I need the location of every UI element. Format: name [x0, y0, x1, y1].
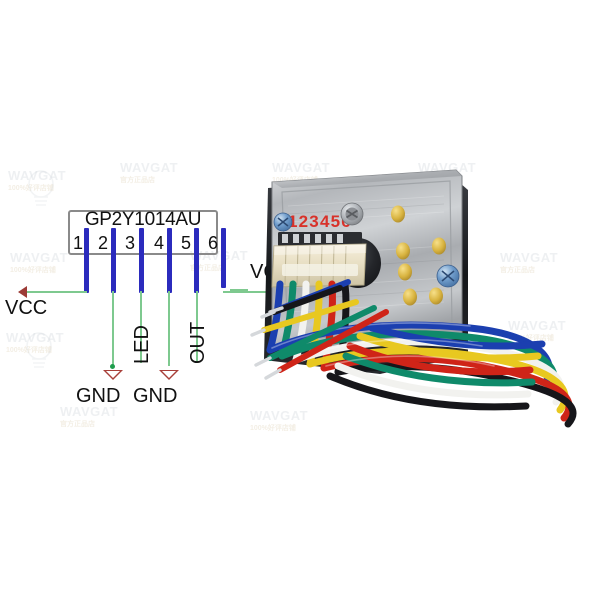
- screw-top: [340, 202, 364, 226]
- pin-lead-5: [194, 228, 199, 293]
- pin-lead-1: [84, 228, 89, 293]
- sensor-module-photo: 123456: [230, 169, 577, 428]
- pin-number-1: 1: [72, 233, 83, 253]
- wire-pin2-gnd: [112, 291, 114, 366]
- schematic-diagram: GP2Y1014AU 1 2 3 4 5 6: [0, 0, 320, 430]
- vcc-left-arrow-icon: [18, 286, 27, 298]
- net-junction-dot: [110, 364, 115, 369]
- part-number-label: GP2Y1014AU: [84, 209, 202, 230]
- pin-number-4: 4: [153, 233, 164, 253]
- net-label-gnd-left: GND: [76, 385, 121, 407]
- net-label-gnd-right: GND: [133, 385, 178, 407]
- pin-lead-3: [139, 228, 144, 293]
- screw-right: [436, 264, 460, 288]
- net-label-out: OUT: [187, 321, 209, 364]
- net-label-led: LED: [131, 325, 153, 364]
- wire-free-ends: [250, 279, 389, 380]
- wire-vcc-right-segment: [223, 291, 281, 293]
- ground-symbol-left: [103, 370, 123, 380]
- screw-left: [273, 212, 293, 232]
- wire-pin3-led: [140, 291, 142, 363]
- pin-number-5: 5: [180, 233, 191, 253]
- pin-lead-6: [221, 228, 226, 288]
- silkscreen-pin-numbers: 123456: [288, 212, 352, 231]
- pin-lead-4: [167, 228, 172, 293]
- ground-symbol-right: [159, 370, 179, 380]
- wire-pin5-out: [196, 291, 198, 363]
- jst-connector: [271, 232, 367, 288]
- pin-number-6: 6: [207, 233, 218, 253]
- wire-pin4-gnd: [168, 291, 170, 366]
- wire-vcc-left-segment: [20, 291, 87, 293]
- pin-lead-2: [111, 228, 116, 293]
- net-label-vcc-left: VCC: [5, 297, 48, 319]
- pin-number-3: 3: [124, 233, 135, 253]
- pin-number-2: 2: [97, 233, 108, 253]
- solder-pads: [391, 205, 446, 306]
